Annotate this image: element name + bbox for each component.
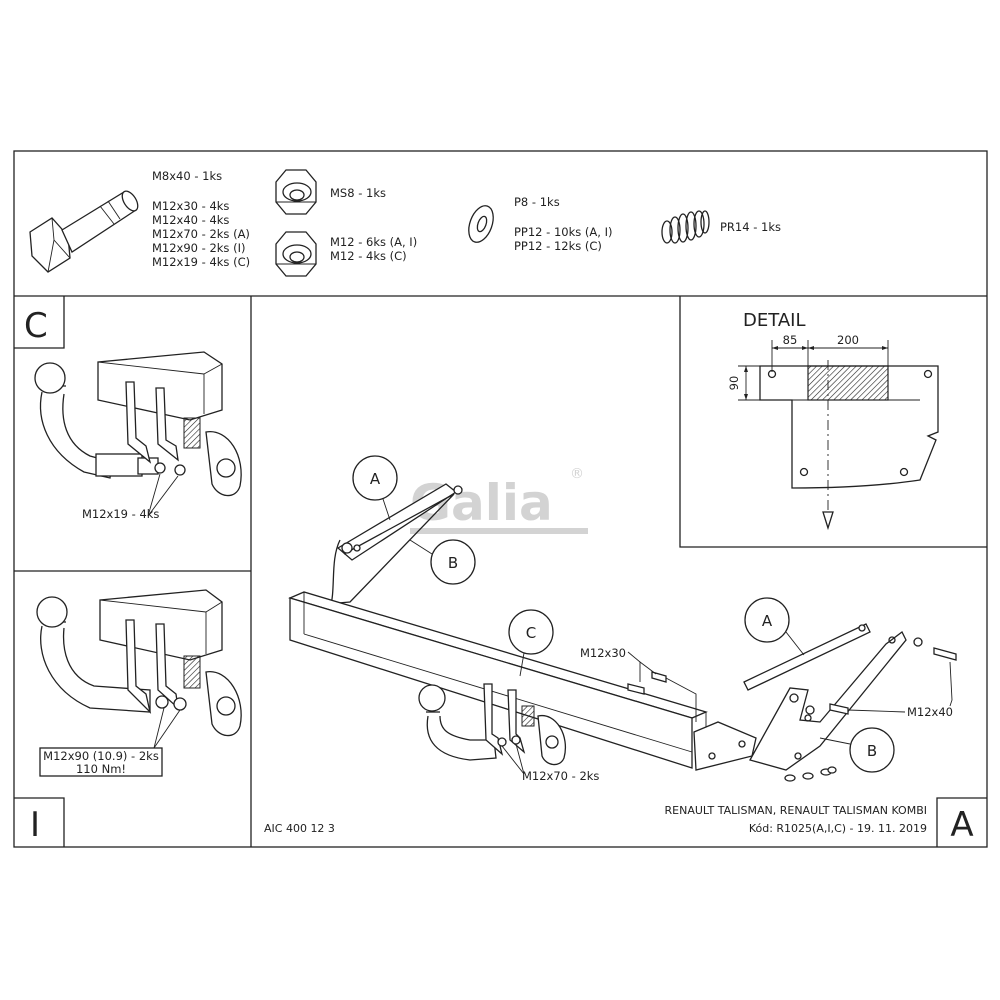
footer-model: RENAULT TALISMAN, RENAULT TALISMAN KOMBI xyxy=(665,804,927,817)
panel-i: I M12x90 (10.9) - 2ks 110 Nm! xyxy=(30,589,242,845)
bolt-icon xyxy=(29,190,139,273)
spring-icon xyxy=(661,210,710,244)
bolt-label-6: M12x19 - 4ks (C) xyxy=(152,255,250,269)
bolt-label-4: M12x70 - 2ks (A) xyxy=(152,227,250,241)
svg-text:A: A xyxy=(762,612,773,630)
washer-pp12-label-1: PP12 - 10ks (A, I) xyxy=(514,225,612,239)
detail-title: DETAIL xyxy=(743,310,805,331)
callout-c-main: C xyxy=(508,609,554,677)
bolt-label-3: M12x40 - 4ks xyxy=(152,213,229,227)
towbar-ball-i xyxy=(36,596,151,713)
panel-i-letter: I xyxy=(30,805,40,845)
nut-m12-icon xyxy=(275,231,317,277)
panel-i-torque-label: 110 Nm! xyxy=(76,762,126,776)
panel-c: C M12x19 - 4ks xyxy=(24,306,242,521)
footer-kod: Kód: R1025(A,I,C) - 19. 11. 2019 xyxy=(749,822,927,835)
washer-p8-label: P8 - 1ks xyxy=(514,195,560,209)
main-assembly xyxy=(288,483,957,782)
panel-i-bolt-label: M12x90 (10.9) - 2ks xyxy=(43,749,159,763)
towbar-ball-c xyxy=(34,362,159,479)
panel-c-bolt-label: M12x19 - 4ks xyxy=(82,507,159,521)
m12x30-label: M12x30 xyxy=(580,646,626,660)
detail-panel: DETAIL 85 200 90 xyxy=(727,310,939,531)
callout-b-left: B xyxy=(409,539,476,585)
footer-code: AIC 400 12 3 xyxy=(264,822,335,835)
svg-text:C: C xyxy=(526,624,536,642)
main-letter: A xyxy=(950,805,973,845)
m12x70-label: M12x70 - 2ks xyxy=(522,769,599,783)
bracket-c xyxy=(97,351,242,497)
nut-ms8-label: MS8 - 1ks xyxy=(330,186,386,200)
frame xyxy=(13,150,988,848)
callout-a-left: A xyxy=(352,455,398,521)
callout-a-right: A xyxy=(744,597,805,656)
svg-text:A: A xyxy=(370,470,381,488)
svg-text:B: B xyxy=(448,554,458,572)
hardware-row: M8x40 - 1ks M12x30 - 4ks M12x40 - 4ks M1… xyxy=(29,169,781,277)
washer-pp12-label-2: PP12 - 12ks (C) xyxy=(514,239,602,253)
bolt-label-5: M12x90 - 2ks (I) xyxy=(152,241,245,255)
spring-label: PR14 - 1ks xyxy=(720,220,781,234)
bracket-i xyxy=(99,589,242,737)
logo-registered: ® xyxy=(570,466,584,482)
detail-dim-90: 90 xyxy=(727,376,741,391)
detail-dim-85: 85 xyxy=(783,333,798,347)
m12x40-label: M12x40 xyxy=(907,705,953,719)
callout-b-right: B xyxy=(819,727,895,773)
svg-text:B: B xyxy=(867,742,877,760)
detail-dim-200: 200 xyxy=(837,333,859,347)
washer-icon xyxy=(468,205,494,243)
nut-m12-label-1: M12 - 6ks (A, I) xyxy=(330,235,417,249)
bolt-label-1: M8x40 - 1ks xyxy=(152,169,222,183)
nut-m12-label-2: M12 - 4ks (C) xyxy=(330,249,407,263)
nut-ms8-icon xyxy=(275,169,317,215)
panel-c-letter: C xyxy=(24,306,48,346)
bolt-label-2: M12x30 - 4ks xyxy=(152,199,229,213)
